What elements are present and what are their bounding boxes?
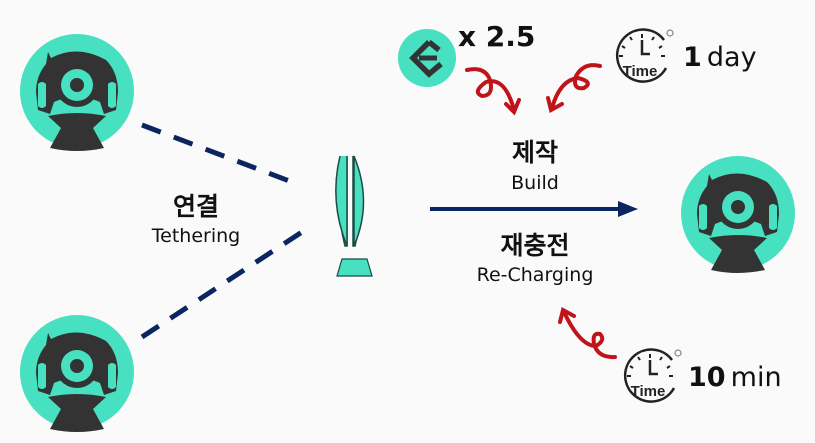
curly-arrow-recharge-time bbox=[562, 310, 617, 360]
build-clock-label: Time bbox=[623, 63, 658, 80]
cost-multiplier: x 2.5 bbox=[458, 20, 536, 53]
robot-top-left-icon bbox=[20, 34, 134, 151]
recharge-time-unit: min bbox=[730, 362, 782, 393]
recharge-time: 10 min bbox=[688, 362, 782, 393]
recharge-clock-label: Time bbox=[631, 383, 666, 400]
curly-arrow-cost bbox=[465, 67, 516, 112]
tethering-label-en: Tethering bbox=[151, 225, 241, 247]
build-time: 1 day bbox=[683, 42, 757, 73]
process-arrow-head bbox=[618, 201, 638, 217]
recharge-label-en: Re-Charging bbox=[476, 264, 594, 286]
charging-station-icon bbox=[335, 155, 373, 277]
curly-arrow-recharge-time-head bbox=[558, 307, 576, 324]
recharge-label-kr: 재충전 bbox=[500, 231, 570, 260]
robot-bottom-left-icon bbox=[20, 315, 134, 432]
tether-line-top bbox=[141, 122, 293, 185]
tethering-label-kr: 연결 bbox=[172, 192, 219, 221]
e-coin-icon bbox=[398, 29, 456, 87]
build-clock-time-icon: Time bbox=[615, 28, 674, 83]
recharge-time-value: 10 bbox=[688, 362, 726, 393]
recharge-clock-time-icon: Time bbox=[623, 348, 682, 403]
robot-right-icon bbox=[681, 156, 795, 273]
build-label-kr: 제작 bbox=[511, 138, 558, 167]
build-label-en: Build bbox=[511, 172, 559, 194]
build-time-value: 1 bbox=[683, 42, 702, 73]
curly-arrow-build-time-head bbox=[546, 96, 564, 113]
build-time-unit: day bbox=[706, 42, 757, 73]
curly-arrow-cost-head bbox=[504, 98, 521, 116]
curly-arrow-build-time bbox=[550, 63, 602, 110]
